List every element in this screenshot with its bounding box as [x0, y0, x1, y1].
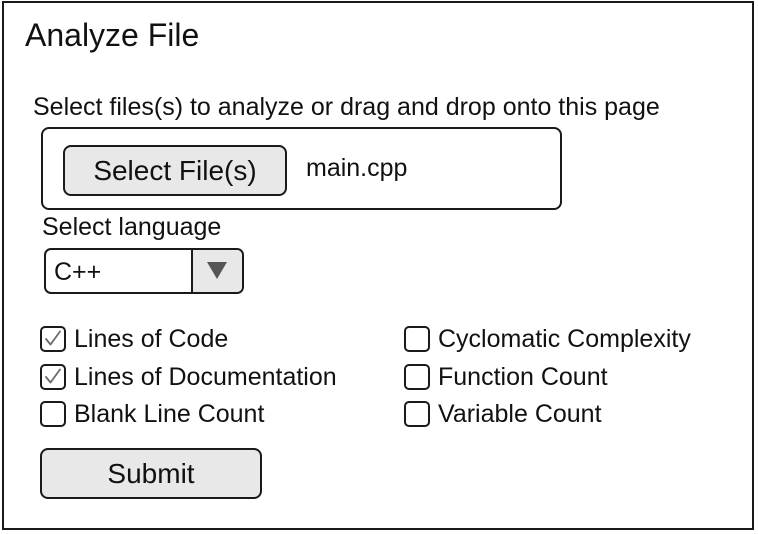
blank-line-count-checkbox[interactable] — [40, 401, 66, 427]
select-files-button[interactable]: Select File(s) — [63, 145, 287, 196]
checkbox-label: Variable Count — [438, 400, 602, 428]
checkbox-label: Function Count — [438, 363, 608, 391]
checkbox-label: Lines of Documentation — [74, 363, 337, 391]
language-select-value: C++ — [54, 258, 102, 286]
caret-down-icon — [207, 262, 227, 279]
dialog-title: Analyze File — [25, 17, 200, 53]
checkbox-label: Cyclomatic Complexity — [438, 325, 691, 353]
upload-instruction: Select files(s) to analyze or drag and d… — [33, 93, 660, 121]
lines-of-code-checkbox[interactable] — [40, 326, 66, 352]
checkmark-icon — [45, 368, 61, 384]
cyclomatic-complexity-checkbox[interactable] — [404, 326, 430, 352]
file-drop-zone[interactable] — [41, 127, 562, 210]
language-select[interactable]: C++ — [44, 248, 244, 294]
checkbox-label: Blank Line Count — [74, 400, 265, 428]
function-count-checkbox[interactable] — [404, 364, 430, 390]
checkmark-icon — [45, 330, 61, 346]
selected-file-name: main.cpp — [306, 154, 408, 182]
variable-count-checkbox[interactable] — [404, 401, 430, 427]
submit-button[interactable]: Submit — [40, 448, 262, 499]
checkbox-label: Lines of Code — [74, 325, 229, 353]
dropdown-toggle[interactable] — [191, 250, 242, 292]
language-label: Select language — [42, 213, 222, 241]
lines-of-documentation-checkbox[interactable] — [40, 364, 66, 390]
